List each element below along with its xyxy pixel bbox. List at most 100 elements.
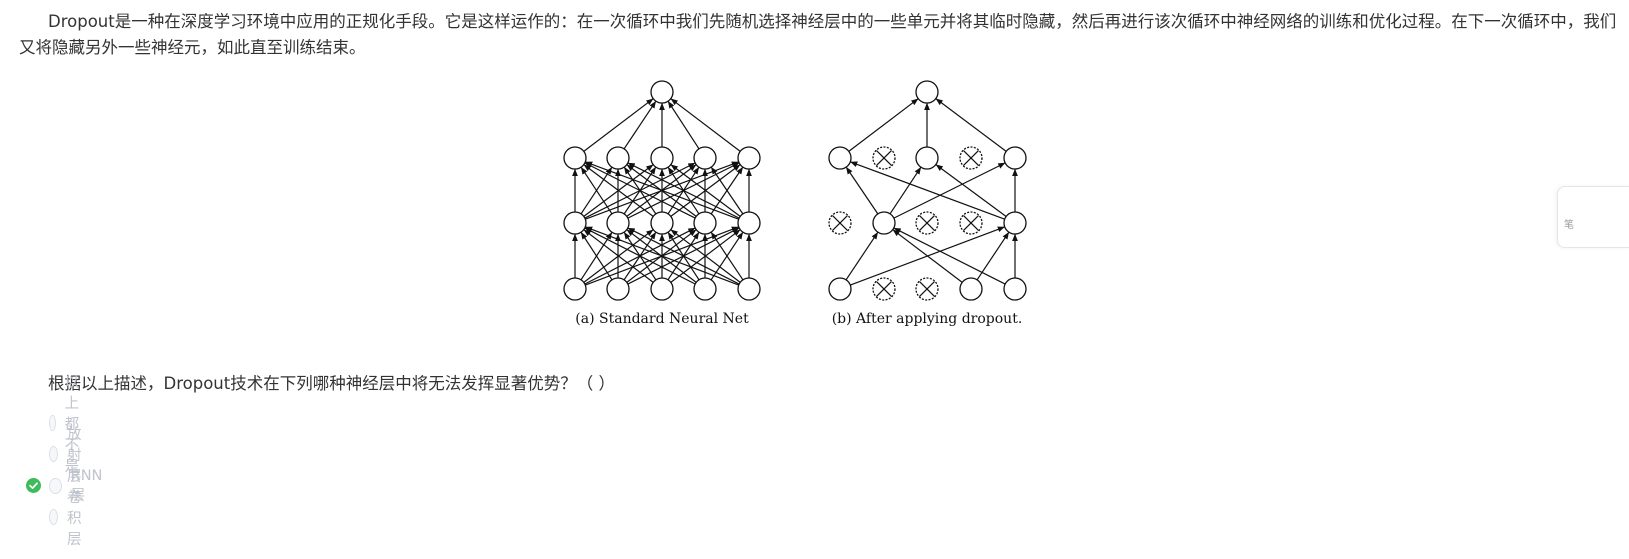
check-circle-icon: [26, 478, 41, 493]
connection-arrow: [670, 229, 741, 283]
connection-arrow: [850, 226, 1005, 286]
x-circle-icon: [876, 281, 892, 297]
connection-arrow: [710, 231, 744, 281]
connection-arrow: [583, 164, 654, 217]
x-circle-icon: [876, 281, 892, 297]
neuron-unit: [606, 146, 630, 170]
connection-arrow: [623, 166, 657, 215]
side-tab-label: 笔: [1564, 220, 1574, 231]
neuron-unit: [828, 277, 852, 301]
neuron-unit: [1003, 211, 1027, 235]
connection-arrow: [627, 227, 740, 285]
option-1[interactable]: 放射层: [49, 427, 89, 485]
neuron-unit: [693, 277, 717, 301]
connection-arrow: [623, 231, 657, 281]
x-circle-icon: [876, 150, 892, 166]
neuron-unit: [737, 146, 761, 170]
caption-dropout-net: (b) After applying dropout.: [832, 311, 1023, 327]
standard-neural-net-diagram: [563, 80, 761, 301]
option-label: 卷积层: [66, 489, 82, 548]
connection-arrow: [626, 164, 697, 217]
connection-arrow: [580, 232, 613, 281]
connection-arrow: [667, 166, 700, 215]
connection-arrow: [580, 166, 613, 215]
connection-arrow: [845, 231, 879, 281]
connection-arrow: [584, 162, 696, 219]
neuron-unit: [563, 146, 587, 170]
connection-arrow: [584, 162, 696, 219]
neuron-unit: [693, 211, 717, 235]
radio-button[interactable]: [49, 446, 58, 462]
connection-arrow: [627, 227, 740, 285]
connection-arrow: [585, 161, 739, 220]
neuron-unit: [915, 80, 939, 104]
connection-arrow: [667, 232, 700, 281]
dropped-unit: [872, 146, 896, 170]
neuron-unit: [828, 146, 852, 170]
neuron-unit: [606, 277, 630, 301]
option-2[interactable]: RNN层: [49, 468, 106, 504]
neuron-unit: [872, 211, 896, 235]
option-label: 以上都不是: [64, 374, 80, 475]
neuron-unit: [693, 146, 717, 170]
radio-button[interactable]: [49, 478, 62, 494]
connection-arrow: [667, 232, 700, 281]
connection-arrow: [580, 166, 613, 215]
neuron-unit: [737, 277, 761, 301]
side-panel-tab[interactable]: 笔: [1557, 186, 1629, 248]
connection-arrow: [893, 162, 1006, 219]
neuron-unit: [606, 211, 630, 235]
x-circle-icon: [832, 215, 848, 231]
connection-arrow: [670, 229, 741, 283]
option-0[interactable]: 以上都不是: [49, 375, 89, 475]
caption-standard-net: (a) Standard Neural Net: [575, 311, 749, 327]
connection-arrow: [583, 229, 654, 283]
connection-arrow: [585, 161, 739, 220]
connection-arrow: [670, 164, 741, 217]
connection-arrow: [670, 98, 741, 152]
connection-arrow: [710, 231, 744, 281]
connection-arrow: [623, 100, 657, 150]
connection-arrow: [935, 98, 1007, 152]
connection-arrow: [626, 164, 697, 217]
neuron-unit: [650, 80, 674, 104]
neuron-unit: [563, 211, 587, 235]
neuron-unit: [650, 211, 674, 235]
connection-arrow: [623, 231, 657, 281]
connection-arrow: [710, 166, 744, 215]
dropped-unit: [828, 211, 852, 235]
option-label: 放射层: [66, 426, 82, 485]
connection-arrow: [667, 166, 700, 215]
connection-arrow: [580, 232, 613, 281]
x-circle-icon: [832, 215, 848, 231]
connection-arrow: [710, 166, 744, 215]
neuron-unit: [737, 211, 761, 235]
radio-button[interactable]: [49, 509, 58, 525]
connection-arrow: [848, 98, 919, 152]
neuron-unit: [1003, 146, 1027, 170]
neuron-unit: [915, 146, 939, 170]
x-circle-icon: [919, 215, 935, 231]
x-circle-icon: [919, 281, 935, 297]
x-circle-icon: [876, 150, 892, 166]
neuron-unit: [1003, 277, 1027, 301]
option-3[interactable]: 卷积层: [49, 490, 89, 548]
connection-arrow: [893, 227, 1006, 285]
dropped-unit: [959, 146, 983, 170]
connection-arrow: [583, 164, 654, 217]
dropped-unit: [959, 211, 983, 235]
connection-arrow: [889, 166, 922, 215]
connection-arrow: [584, 227, 696, 285]
radio-button[interactable]: [49, 415, 56, 431]
x-circle-icon: [963, 215, 979, 231]
connection-arrow: [623, 166, 657, 215]
connection-arrow: [584, 227, 696, 285]
connection-arrow: [892, 229, 963, 283]
neuron-unit: [563, 277, 587, 301]
connection-arrow: [935, 164, 1007, 217]
x-circle-icon: [963, 215, 979, 231]
dropout-neural-net-diagram: [828, 80, 1027, 301]
connection-arrow: [583, 98, 654, 152]
neuron-unit: [650, 277, 674, 301]
